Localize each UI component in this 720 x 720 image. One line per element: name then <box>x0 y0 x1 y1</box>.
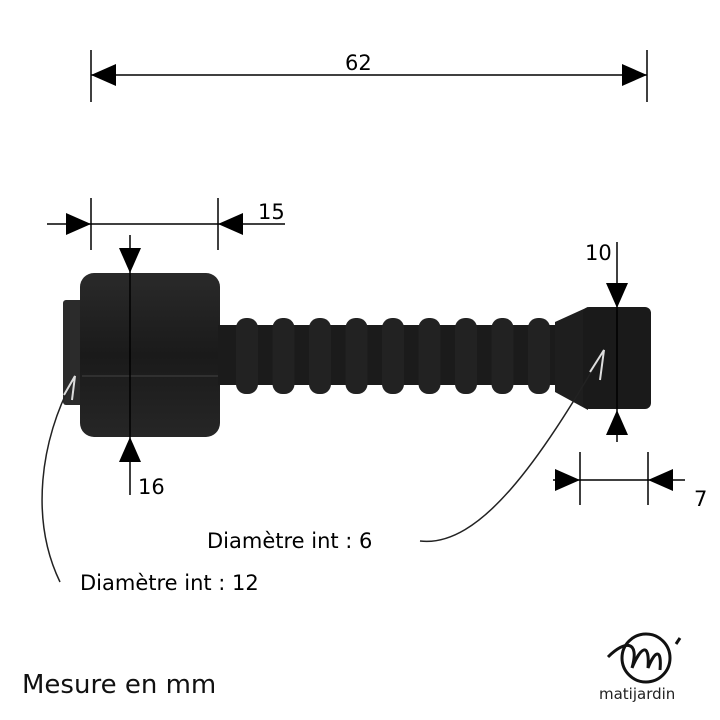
dimension-16 <box>119 235 141 495</box>
bellows-ridge <box>272 318 295 394</box>
inner-diameter-cap-label: Diamètre int : 12 <box>80 571 259 595</box>
dimension-62 <box>90 50 648 102</box>
matijardin-logo: matijardin <box>599 632 682 703</box>
dimension-15-label: 15 <box>258 200 285 224</box>
dimension-15 <box>47 198 285 250</box>
cap-cylinder <box>80 273 220 437</box>
bellows-ridge <box>455 318 477 394</box>
bellows-ridge <box>236 318 258 394</box>
bellows-ridges <box>236 318 550 394</box>
bellows-ridge <box>491 318 514 394</box>
dimension-7-label: 7 <box>694 487 707 511</box>
bellows-ridge <box>528 318 550 394</box>
pointer-arrow-cap <box>41 375 76 583</box>
bellows-ridge <box>345 318 368 394</box>
rubber-part <box>63 273 651 437</box>
bellows-ridge <box>418 318 441 394</box>
bellows-ridge <box>382 318 404 394</box>
cap-flange <box>63 300 85 405</box>
dimension-10 <box>606 242 628 442</box>
dimension-62-label: 62 <box>345 51 372 75</box>
dimension-7 <box>553 452 685 505</box>
units-label: Mesure en mm <box>22 670 216 700</box>
inner-diameter-tip-label: Diamètre int : 6 <box>207 529 372 553</box>
logo-text: matijardin <box>599 685 675 703</box>
pointer-arrow-tip <box>419 349 605 543</box>
dimension-16-label: 16 <box>138 475 165 499</box>
bellows-ridge <box>309 318 331 394</box>
tip-cone <box>555 307 588 410</box>
dimension-10-label: 10 <box>585 241 612 265</box>
